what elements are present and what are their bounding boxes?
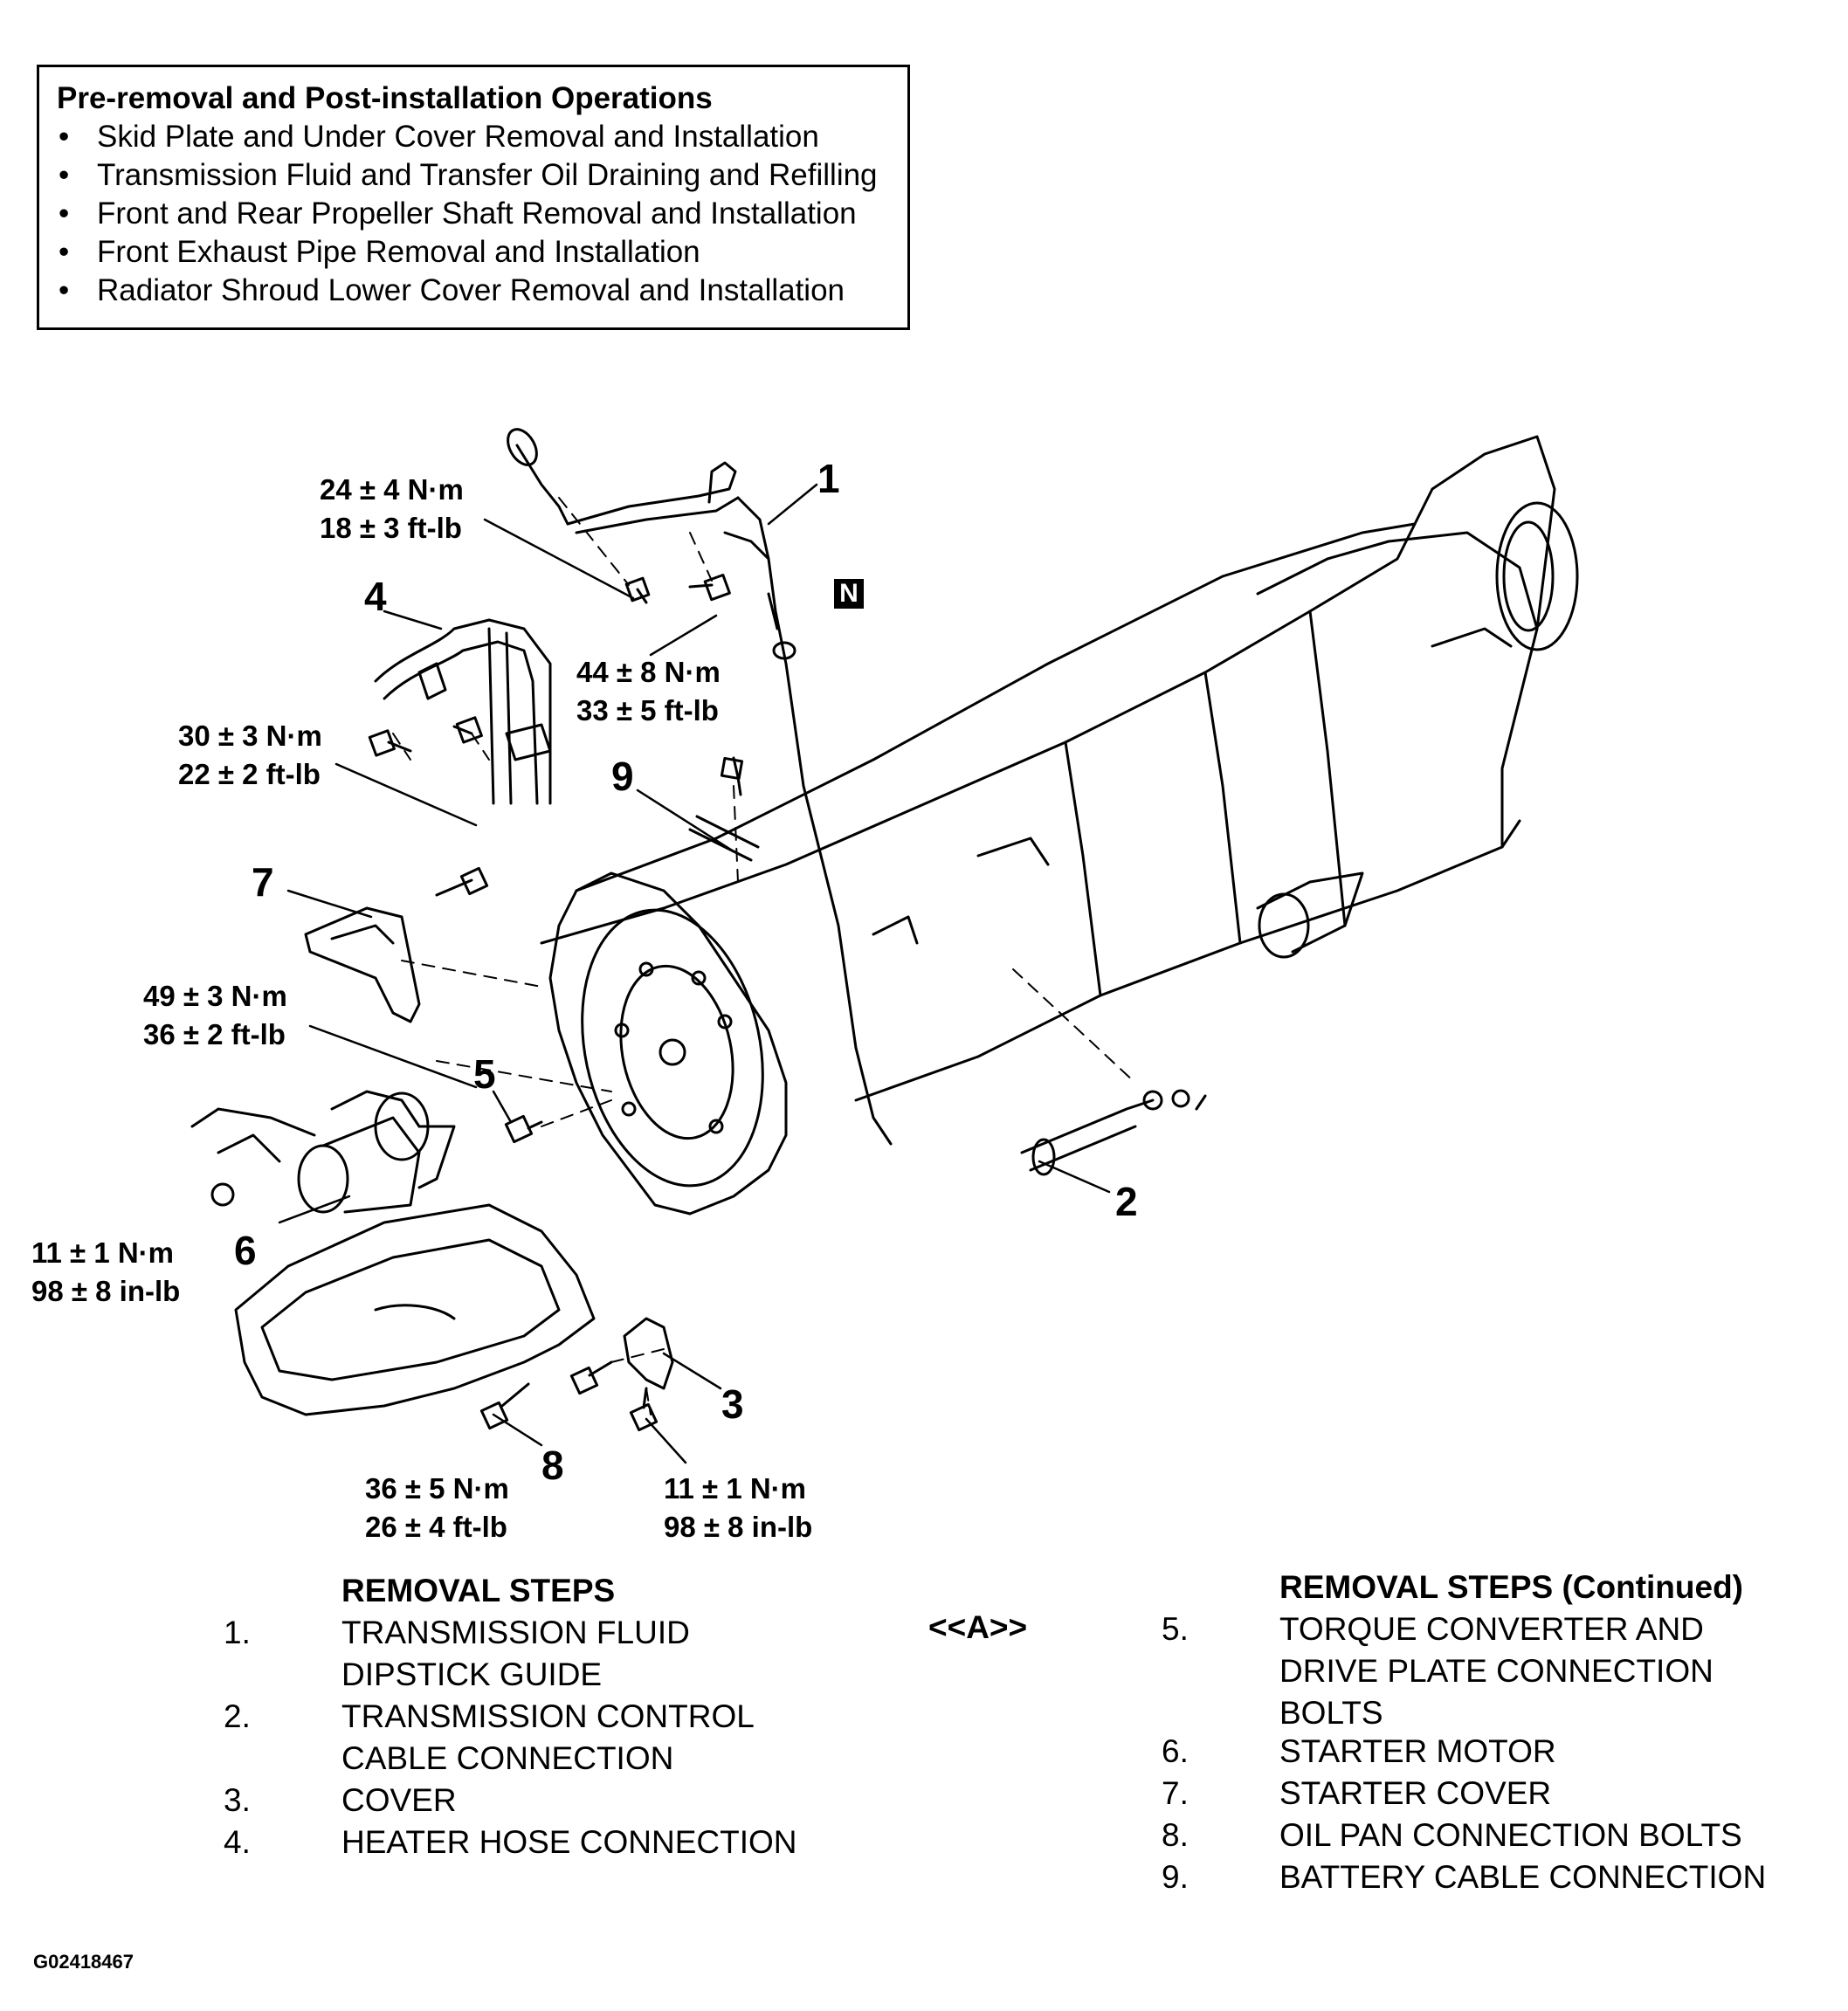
removal-steps-continued-heading: REMOVAL STEPS (Continued): [1279, 1569, 1744, 1605]
step-number: 7.: [1162, 1775, 1189, 1811]
torque-ftlb: 26 ± 4 ft-lb: [365, 1511, 507, 1543]
step-item: 3. COVER: [224, 1780, 835, 1822]
torque-nm: 24 ± 4 N·m: [320, 473, 464, 506]
step-item: 2. TRANSMISSION CONTROL CABLE CONNECTION: [224, 1696, 835, 1780]
heater-hose: [374, 618, 552, 805]
step-label: OIL PAN CONNECTION BOLTS: [1279, 1817, 1742, 1853]
torque-nm: 49 ± 3 N·m: [143, 980, 287, 1012]
step-item: 4. HEATER HOSE CONNECTION: [224, 1822, 835, 1863]
step-label: COVER: [341, 1782, 457, 1818]
step-number: 8.: [1162, 1817, 1189, 1853]
torque-ftlb: 36 ± 2 ft-lb: [143, 1018, 286, 1050]
operation-item: Transmission Fluid and Transfer Oil Drai…: [57, 156, 890, 195]
torque-nm: 11 ± 1 N·m: [664, 1472, 807, 1505]
assembly-dashes: [392, 497, 1136, 1415]
step-number: 3.: [224, 1782, 251, 1818]
callout-3: 3: [721, 1381, 744, 1427]
operations-title: Pre-removal and Post-installation Operat…: [57, 81, 713, 115]
torque-guide-bolt: 44 ± 8 N·m 33 ± 5 ft-lb: [576, 653, 721, 730]
step-label: DRIVE PLATE CONNECTION: [1279, 1653, 1714, 1689]
torque-starter-nut: 11 ± 1 N·m 98 ± 8 in-lb: [31, 1234, 180, 1311]
step-number: 2.: [224, 1698, 251, 1734]
torque-oilpan-bolt: 36 ± 5 N·m 26 ± 4 ft-lb: [365, 1470, 509, 1546]
operation-item: Skid Plate and Under Cover Removal and I…: [57, 118, 890, 156]
torque-ftlb: 33 ± 5 ft-lb: [576, 694, 719, 727]
operations-box: Pre-removal and Post-installation Operat…: [37, 65, 910, 330]
oil-pan: [234, 1203, 596, 1416]
step-number: 9.: [1162, 1859, 1189, 1895]
torque-nm: 44 ± 8 N·m: [576, 656, 721, 688]
step-item: 7. STARTER COVER: [1162, 1773, 1825, 1815]
step-label: STARTER MOTOR: [1279, 1733, 1556, 1769]
torque-heater-bolt: 30 ± 3 N·m 22 ± 2 ft-lb: [178, 717, 322, 794]
callout-8: 8: [541, 1443, 564, 1488]
step-number: 1.: [224, 1615, 251, 1650]
callout-5: 5: [473, 1051, 496, 1097]
callout-2: 2: [1115, 1179, 1138, 1224]
operations-list: Skid Plate and Under Cover Removal and I…: [57, 118, 890, 310]
removal-steps-heading: REMOVAL STEPS: [341, 1573, 616, 1608]
torque-inlb: 98 ± 8 in-lb: [31, 1275, 181, 1307]
dipstick-guide: [507, 428, 893, 1146]
step-label: TORQUE CONVERTER AND: [1279, 1611, 1704, 1647]
n-badge: N: [834, 579, 864, 609]
step-number: 4.: [224, 1824, 251, 1860]
operation-item: Radiator Shroud Lower Cover Removal and …: [57, 272, 890, 310]
step-label: HEATER HOSE CONNECTION: [341, 1824, 797, 1860]
torque-nm: 30 ± 3 N·m: [178, 720, 322, 752]
step-item: 9. BATTERY CABLE CONNECTION: [1162, 1856, 1825, 1898]
torque-inlb: 98 ± 8 in-lb: [664, 1511, 813, 1543]
torque-nm: 11 ± 1 N·m: [31, 1236, 175, 1269]
transmission-body: [540, 435, 1579, 1102]
step-item: 1. TRANSMISSION FLUID DIPSTICK GUIDE: [224, 1612, 835, 1696]
torque-ftlb: 18 ± 3 ft-lb: [320, 512, 462, 544]
torque-dipstick-bolt: 24 ± 4 N·m 18 ± 3 ft-lb: [320, 471, 464, 548]
callout-9: 9: [611, 754, 634, 799]
starter-motor: [190, 1090, 456, 1214]
step-label: DIPSTICK GUIDE: [341, 1656, 603, 1692]
torque-converter-bolt: 49 ± 3 N·m 36 ± 2 ft-lb: [143, 977, 287, 1054]
starter-cover: [304, 906, 421, 1023]
torque-cover-bolt: 11 ± 1 N·m 98 ± 8 in-lb: [664, 1470, 812, 1546]
callout-7: 7: [252, 859, 274, 905]
operation-item: Front and Rear Propeller Shaft Removal a…: [57, 195, 890, 233]
torque-ftlb: 22 ± 2 ft-lb: [178, 758, 321, 790]
step-item: 8. OIL PAN CONNECTION BOLTS: [1162, 1815, 1825, 1856]
callout-4: 4: [364, 574, 387, 619]
callout-6: 6: [234, 1228, 257, 1273]
step-item: 6. STARTER MOTOR: [1162, 1731, 1825, 1773]
figure-id: G02418467: [33, 1951, 134, 1973]
bell-housing: [548, 871, 788, 1216]
step-item: 5. TORQUE CONVERTER AND DRIVE PLATE CONN…: [1162, 1608, 1825, 1734]
torque-nm: 36 ± 5 N·m: [365, 1472, 509, 1505]
callout-1: 1: [817, 456, 840, 501]
step-label: TRANSMISSION FLUID: [341, 1615, 690, 1650]
step-label: BOLTS: [1279, 1695, 1383, 1731]
operation-item: Front Exhaust Pipe Removal and Installat…: [57, 233, 890, 272]
step-label: CABLE CONNECTION: [341, 1740, 674, 1776]
step-label: TRANSMISSION CONTROL: [341, 1698, 755, 1734]
leader-lines: [278, 483, 1111, 1464]
step-number: 6.: [1162, 1733, 1189, 1769]
control-cable: [1020, 1089, 1207, 1176]
battery-cable: [688, 756, 760, 862]
cover-part: [623, 1317, 674, 1390]
note-a-marker: <<A>>: [928, 1609, 1028, 1645]
step-number: 5.: [1162, 1611, 1189, 1647]
step-label: STARTER COVER: [1279, 1775, 1552, 1811]
step-label: BATTERY CABLE CONNECTION: [1279, 1859, 1767, 1895]
bolts: [368, 573, 731, 1432]
